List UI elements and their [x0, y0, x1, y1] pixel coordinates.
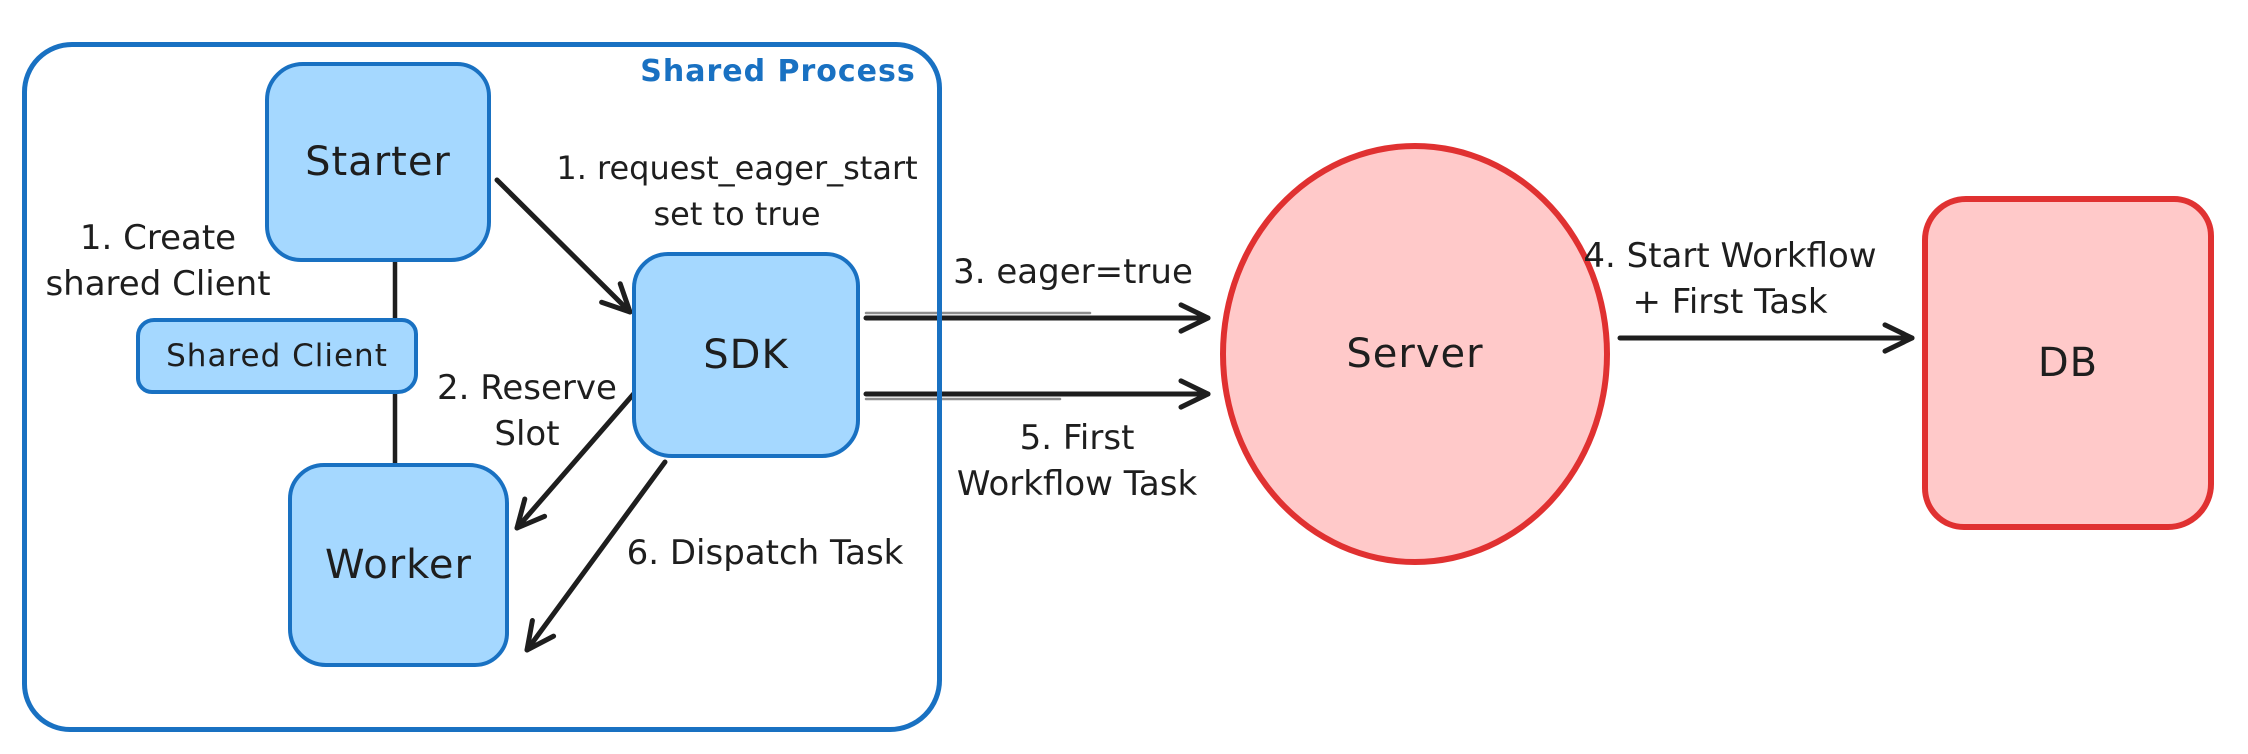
starter-node: Starter: [265, 62, 491, 262]
annotation-request-eager-start: 1. request_eager_start set to true: [556, 149, 918, 233]
annotation-eager-true: 3. eager=true: [953, 252, 1193, 292]
starter-label: Starter: [305, 139, 451, 185]
annotation-first-workflow-task: 5. First Workflow Task: [956, 418, 1198, 504]
arrow-sdk-to-server-first-task: [863, 378, 1211, 410]
db-node: DB: [1922, 196, 2214, 530]
arrow-sdk-to-worker-reserve: [514, 387, 640, 531]
annotation-start-workflow-first-task: 4. Start Workflow + First Task: [1583, 236, 1877, 322]
worker-label: Worker: [325, 542, 472, 588]
sdk-node: SDK: [632, 252, 860, 458]
annotation-create-shared-client: 1. Create shared Client: [45, 218, 271, 304]
server-node: Server: [1220, 143, 1610, 565]
shared-process-label: Shared Process: [640, 54, 916, 89]
shared-process-container: [22, 42, 942, 732]
sdk-label: SDK: [703, 332, 789, 378]
worker-node: Worker: [288, 463, 509, 667]
arrow-sdk-to-worker-dispatch: [524, 459, 668, 653]
server-label: Server: [1346, 331, 1484, 377]
shared-client-node: Shared Client: [136, 318, 418, 394]
db-label: DB: [2037, 340, 2099, 386]
arrow-server-to-db: [1617, 322, 1915, 354]
arrow-sdk-to-server-eager: [863, 302, 1211, 334]
annotation-reserve-slot: 2. Reserve Slot: [437, 368, 617, 454]
shared-client-label: Shared Client: [166, 338, 388, 374]
annotation-dispatch-task: 6. Dispatch Task: [626, 533, 904, 573]
arrow-starter-to-sdk: [494, 177, 633, 315]
